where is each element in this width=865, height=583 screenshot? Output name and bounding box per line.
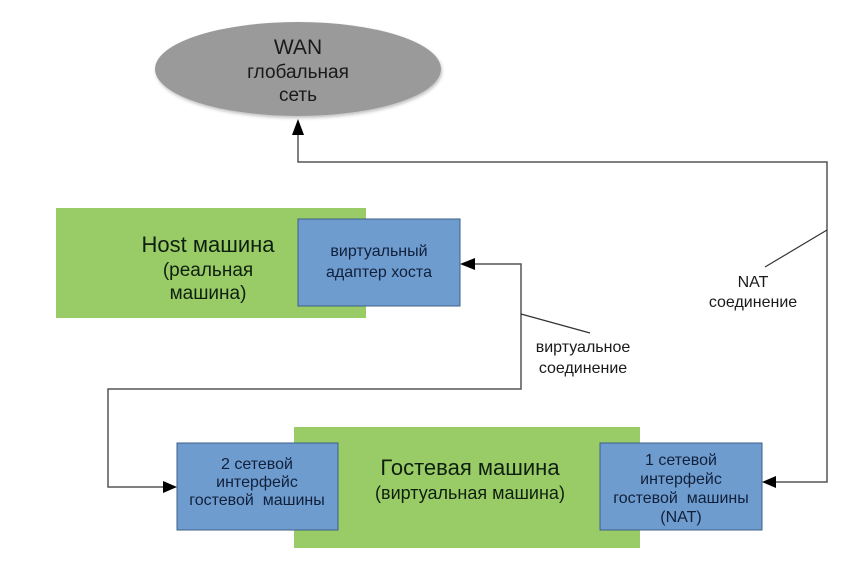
nat-connector-line — [297, 134, 828, 483]
guest-nic-1: 1 сетевой интерфейс гостевой машины (NAT… — [599, 442, 763, 531]
arrowhead-to-wan-icon — [292, 119, 304, 135]
guest-nic-2-line1: 2 сетевой — [221, 456, 293, 473]
guest-nic-2: 2 сетевой интерфейс гостевой машины — [176, 442, 339, 531]
guest-nic-2-box — [176, 442, 339, 531]
wan-title: WAN — [274, 36, 322, 59]
virtual-label-line2: соединение — [539, 360, 627, 377]
host-virtual-adapter: виртуальный адаптер хоста — [297, 218, 461, 307]
guest-nic-1-line4: (NAT) — [660, 509, 701, 526]
guest-nic-2-line2: интерфейс — [216, 474, 298, 491]
virtual-connection: виртуальное соединение — [107, 258, 631, 493]
arrowhead-to-host-adapter-icon — [460, 258, 475, 270]
wan-subtitle-line2: сеть — [279, 85, 317, 106]
nat-label-line2: соединение — [709, 294, 797, 311]
host-subtitle-line2: машина) — [170, 283, 247, 304]
wan-ellipse — [155, 22, 441, 116]
guest-nic-2-line3: гостевой машины — [189, 492, 324, 509]
virtual-label-line1: виртуальное — [536, 339, 631, 356]
host-adapter-box — [297, 218, 461, 307]
virtual-label-leader — [520, 313, 591, 334]
nat-label-leader — [764, 229, 828, 268]
host-subtitle-line1: (реальная — [163, 260, 253, 281]
wan-node: WAN глобальная сеть — [155, 22, 441, 116]
guest-nic-1-line3: гостевой машины — [613, 490, 748, 507]
host-adapter-line1: виртуальный — [330, 243, 427, 260]
virtual-connector-line — [107, 263, 522, 488]
arrowhead-to-nic1-icon — [762, 476, 776, 488]
nat-label-line1: NAT — [738, 274, 769, 291]
guest-nic-1-line1: 1 сетевой — [645, 452, 717, 469]
guest-nic-1-line2: интерфейс — [640, 471, 722, 488]
arrowhead-to-nic2-icon — [163, 481, 177, 493]
host-title: Host машина — [141, 232, 275, 257]
guest-machine-box — [294, 427, 640, 548]
guest-nic-1-box — [599, 442, 763, 531]
host-adapter-line2: адаптер хоста — [326, 264, 432, 281]
guest-machine: Гостевая машина (виртуальная машина) — [294, 427, 640, 548]
wan-subtitle-line1: глобальная — [247, 62, 349, 83]
nat-connection: NAT соединение — [292, 119, 828, 488]
guest-title: Гостевая машина — [380, 455, 560, 480]
guest-subtitle: (виртуальная машина) — [375, 483, 565, 503]
